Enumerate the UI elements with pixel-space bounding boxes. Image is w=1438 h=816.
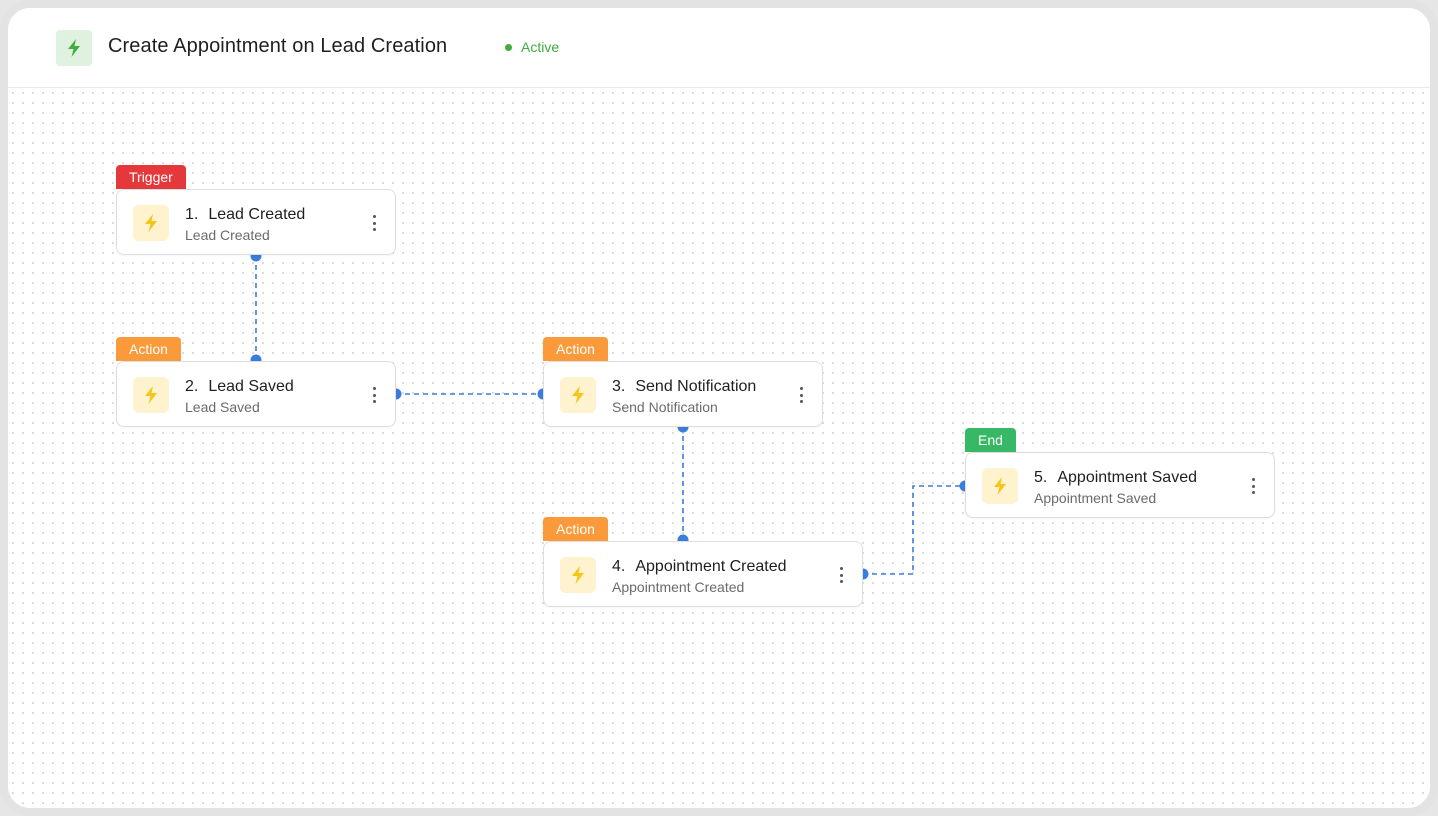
workflow-header: Create Appointment on Lead Creation Acti… bbox=[8, 8, 1430, 88]
lightning-bolt-icon bbox=[560, 377, 596, 413]
lightning-bolt-icon bbox=[133, 205, 169, 241]
more-options-icon[interactable] bbox=[371, 387, 377, 403]
connector-4-5 bbox=[863, 485, 965, 575]
node-title: 5.Appointment Saved bbox=[1034, 469, 1197, 486]
more-options-icon[interactable] bbox=[1250, 478, 1256, 494]
page-title: Create Appointment on Lead Creation bbox=[108, 35, 448, 57]
node-tag: Trigger bbox=[116, 165, 186, 189]
node-subtitle: Send Notification bbox=[612, 399, 718, 415]
lightning-bolt-icon bbox=[133, 377, 169, 413]
node-title: 1.Lead Created bbox=[185, 206, 306, 223]
more-options-icon[interactable] bbox=[798, 387, 804, 403]
workflow-node-1[interactable]: Trigger 1.Lead Created Lead Created bbox=[116, 165, 396, 255]
node-subtitle: Appointment Saved bbox=[1034, 490, 1157, 506]
status-label: Active bbox=[521, 39, 560, 55]
node-subtitle: Lead Saved bbox=[185, 399, 260, 415]
status-dot bbox=[505, 43, 512, 51]
lightning-bolt-icon bbox=[56, 30, 92, 66]
node-tag: Action bbox=[116, 337, 181, 361]
more-options-icon[interactable] bbox=[838, 567, 844, 583]
lightning-bolt-icon bbox=[560, 557, 596, 593]
workflow-node-4[interactable]: Action 4.Appointment Created Appointment… bbox=[543, 517, 863, 607]
node-title: 3.Send Notification bbox=[612, 378, 757, 395]
node-tag: Action bbox=[543, 337, 608, 361]
workflow-node-2[interactable]: Action 2.Lead Saved Lead Saved bbox=[116, 337, 396, 427]
workflow-node-5[interactable]: End 5.Appointment Saved Appointment Save… bbox=[965, 428, 1275, 518]
status-badge: Active bbox=[505, 39, 559, 55]
lightning-bolt-icon bbox=[982, 468, 1018, 504]
node-subtitle: Appointment Created bbox=[612, 579, 745, 595]
node-tag: End bbox=[965, 428, 1016, 452]
workflow-canvas[interactable]: Trigger 1.Lead Created Lead Created Acti… bbox=[8, 88, 1430, 808]
node-tag: Action bbox=[543, 517, 608, 541]
more-options-icon[interactable] bbox=[371, 215, 377, 231]
workflow-node-3[interactable]: Action 3.Send Notification Send Notifica… bbox=[543, 337, 823, 427]
node-title: 2.Lead Saved bbox=[185, 378, 294, 395]
node-title: 4.Appointment Created bbox=[612, 558, 787, 575]
node-subtitle: Lead Created bbox=[185, 227, 270, 243]
